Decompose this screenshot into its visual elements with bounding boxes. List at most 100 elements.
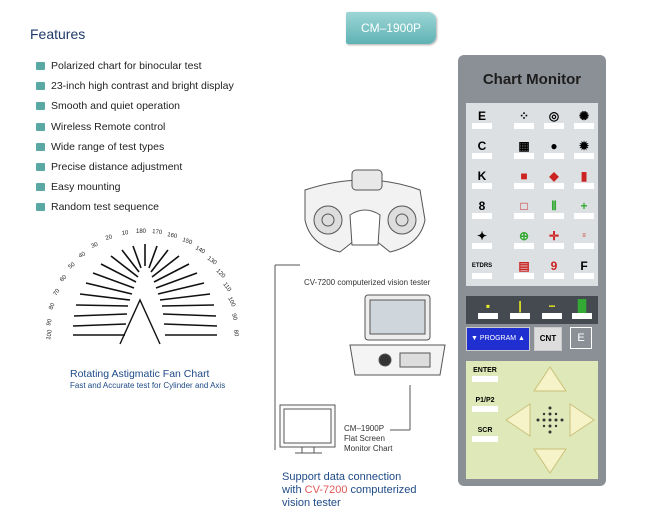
key-9[interactable]: 9	[544, 259, 564, 281]
bullet-icon	[36, 183, 45, 192]
lines-icon: ⦀	[551, 199, 557, 213]
plus-icon: +	[580, 199, 588, 213]
fan-label: 130	[206, 256, 218, 267]
feature-item: Random test sequence	[36, 197, 234, 217]
fan-label: 70	[53, 288, 62, 297]
fan-label: 60	[59, 274, 68, 283]
red-green-block-icon: █	[577, 299, 587, 313]
features-title: Features	[30, 26, 86, 42]
fan-label: 100	[46, 329, 54, 341]
fan-label: 120	[215, 268, 227, 280]
bullet-icon	[36, 62, 45, 71]
fan-label: 110	[221, 282, 232, 294]
key-e[interactable]: E	[472, 109, 492, 131]
fan-label: 90	[46, 318, 54, 327]
key-star[interactable]: ✺	[574, 109, 594, 131]
key-dots-pattern[interactable]: ⁘	[514, 109, 534, 131]
key-red-green[interactable]: ■	[514, 169, 534, 191]
key-cross-circle[interactable]: ⊕	[514, 229, 534, 251]
features-list: Polarized chart for binocular test 23-in…	[36, 56, 234, 218]
cross-circle-icon: ⊕	[518, 229, 530, 243]
pattern-icon: ▤	[518, 259, 530, 273]
key-etdrs[interactable]: ETDRS	[472, 259, 492, 281]
key-small-text[interactable]: ≡	[574, 229, 594, 251]
key-dot[interactable]: ●	[544, 139, 564, 161]
diamond-icon: ◆	[549, 169, 559, 183]
bullet-icon	[36, 142, 45, 151]
navigation-pad: ENTER P1/P2 SCR	[466, 361, 598, 479]
feature-item: Polarized chart for binocular test	[36, 56, 234, 76]
key-bar-yellow[interactable]: |	[510, 299, 530, 321]
fan-label: 180	[136, 229, 147, 235]
dot-icon: ▪	[485, 299, 491, 313]
keypad: E C K 8 ✦ ETDRS ⁘ ▦ ■ □ ⊕ ▤ ◎ ● ◆ ⦀ ✛ 9 …	[466, 103, 598, 286]
bullet-icon	[36, 203, 45, 212]
key-red-green-block[interactable]: █	[572, 299, 592, 321]
small-text-icon: ≡	[582, 233, 586, 239]
remote-title: Chart Monitor	[482, 71, 582, 88]
fan-label: 160	[167, 232, 179, 240]
enter-button[interactable]: ENTER	[470, 367, 500, 382]
p1p2-button[interactable]: P1/P2	[470, 397, 500, 412]
key-k[interactable]: K	[472, 169, 492, 191]
key-plus[interactable]: +	[574, 199, 594, 221]
key-burst[interactable]: ✹	[574, 139, 594, 161]
arrow-left-icon[interactable]	[505, 403, 531, 437]
fan-label: 140	[194, 245, 206, 255]
key-child-chart[interactable]: ✦	[472, 229, 492, 251]
chart-monitor-remote: Chart Monitor E C K 8 ✦ ETDRS ⁘ ▦ ■ □ ⊕ …	[458, 55, 606, 486]
key-f[interactable]: F	[574, 259, 594, 281]
bullet-icon	[36, 163, 45, 172]
key-duochrome[interactable]: ▮	[574, 169, 594, 191]
key-8[interactable]: 8	[472, 199, 492, 221]
key-box[interactable]: □	[514, 199, 534, 221]
program-button[interactable]: ▼ PROGRAM ▲	[466, 327, 530, 351]
star-icon: ✺	[578, 109, 590, 123]
center-dots-icon	[536, 406, 564, 434]
key-ring[interactable]: ◎	[544, 109, 564, 131]
key-diamond[interactable]: ◆	[544, 169, 564, 191]
square-icon: □	[520, 199, 528, 213]
fan-label: 90	[230, 313, 238, 322]
dot-icon: ●	[550, 139, 558, 153]
key-dot-yellow[interactable]: ▪	[478, 299, 498, 321]
fan-label: 10	[121, 230, 129, 237]
bullet-icon	[36, 102, 45, 111]
arrow-right-icon[interactable]	[569, 403, 595, 437]
key-dash-yellow[interactable]: −	[542, 299, 562, 321]
fan-label: 50	[68, 261, 77, 270]
feature-item: Wide range of test types	[36, 137, 234, 157]
key-lines[interactable]: ⦀	[544, 199, 564, 221]
devices-illustration	[274, 169, 446, 454]
dash-icon: −	[548, 299, 556, 313]
key-grid[interactable]: ▦	[514, 139, 534, 161]
fan-label: 80	[48, 302, 57, 311]
dots-circle-icon: ⁘	[518, 109, 530, 123]
arrow-down-icon[interactable]	[533, 448, 567, 474]
e-button[interactable]: E	[570, 327, 592, 349]
child-figure-icon: ✦	[476, 229, 488, 243]
arrow-up-icon[interactable]	[533, 366, 567, 392]
key-pattern[interactable]: ▤	[514, 259, 534, 281]
cnt-button[interactable]: CNT	[534, 327, 562, 351]
fan-chart-subtitle: Fast and Accurate test for Cylinder and …	[70, 381, 226, 390]
key-c[interactable]: C	[472, 139, 492, 161]
feature-item: Easy mounting	[36, 177, 234, 197]
red-green-icon: ■	[520, 169, 528, 183]
cross-icon: ✛	[548, 229, 560, 243]
fan-label: 100	[226, 296, 236, 308]
support-text: Support data connection with CV-7200 com…	[282, 471, 417, 509]
feature-item: Wireless Remote control	[36, 117, 234, 137]
feature-item: Smooth and quiet operation	[36, 96, 234, 116]
feature-item: 23-inch high contrast and bright display	[36, 76, 234, 96]
fan-label: 30	[91, 242, 100, 250]
burst-icon: ✹	[578, 139, 590, 153]
grid-icon: ▦	[518, 139, 530, 153]
key-cross[interactable]: ✛	[544, 229, 564, 251]
cm-1900p-label: CM–1900P Flat Screen Monitor Chart	[344, 424, 393, 453]
fan-label: 40	[78, 251, 87, 260]
fan-label: 20	[105, 234, 114, 242]
astigmatic-fan-chart: 100 90 80 70 60 50 40 30 20 10 180 170 1…	[46, 229, 239, 345]
feature-item: Precise distance adjustment	[36, 157, 234, 177]
scr-button[interactable]: SCR	[470, 427, 500, 442]
